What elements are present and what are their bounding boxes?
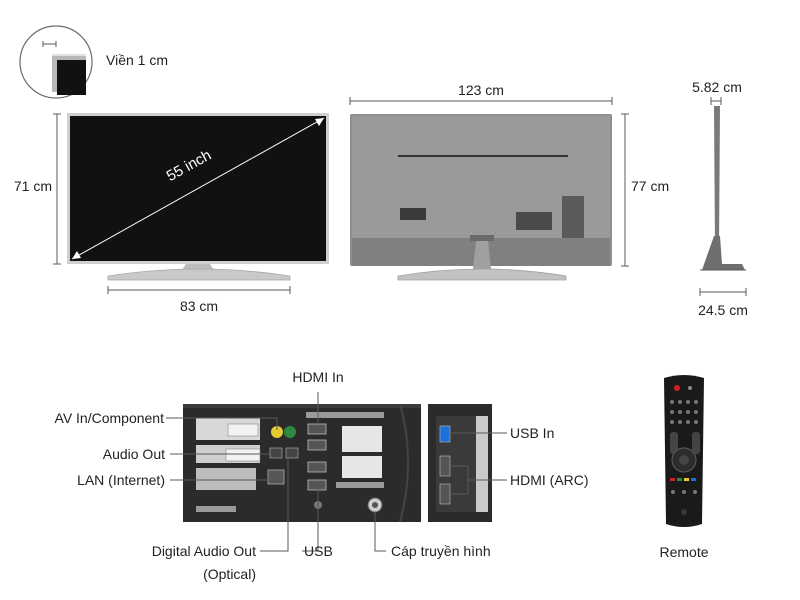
- leader-lan: [170, 476, 277, 481]
- tv-front-icon: [67, 113, 329, 281]
- digital-audio-label: Digital Audio Out: [151, 543, 256, 559]
- leader-antenna: [374, 512, 386, 552]
- back-width-label: 123 cm: [458, 82, 504, 98]
- side-depth-top-label: 5.82 cm: [692, 79, 742, 95]
- hdmi-arc-label: HDMI (ARC): [510, 472, 589, 488]
- front-height-label: 71 cm: [13, 178, 52, 194]
- side-depth-bottom-label: 24.5 cm: [698, 302, 748, 318]
- side-depth-top-dimension: [710, 97, 722, 105]
- front-width-dimension: [107, 286, 291, 294]
- leader-hdmi-arc: [450, 465, 507, 481]
- back-width-dimension: [349, 97, 613, 105]
- audio-out-label: Audio Out: [102, 446, 165, 462]
- front-height-dimension: [53, 113, 61, 265]
- usb-in-label: USB In: [510, 425, 555, 441]
- tv-side-icon: [700, 106, 746, 271]
- remote-label: Remote: [659, 544, 709, 560]
- leader-hdmi-arc-2: [450, 480, 469, 495]
- port-panel-icon: [183, 403, 492, 523]
- back-height-dimension: [621, 113, 629, 267]
- antenna-label: Cáp truyền hình: [391, 543, 491, 559]
- back-height-label: 77 cm: [631, 178, 670, 194]
- front-width-label: 83 cm: [179, 298, 219, 314]
- leader-usb: [302, 488, 319, 552]
- bezel-detail-icon: [19, 25, 93, 99]
- leader-digital-audio: [260, 458, 289, 552]
- side-depth-bottom-dimension: [699, 288, 747, 296]
- optical-label: (Optical): [203, 566, 256, 582]
- lan-label: LAN (Internet): [77, 472, 165, 488]
- tv-back-icon: [350, 114, 612, 281]
- usb-label: USB: [304, 543, 333, 559]
- leader-av-in: [166, 417, 278, 430]
- remote-icon: [664, 375, 704, 527]
- leader-lines: [166, 392, 507, 552]
- bezel-label: Viền 1 cm: [106, 52, 168, 68]
- hdmi-in-label: HDMI In: [292, 369, 344, 385]
- av-in-label: AV In/Component: [54, 410, 164, 426]
